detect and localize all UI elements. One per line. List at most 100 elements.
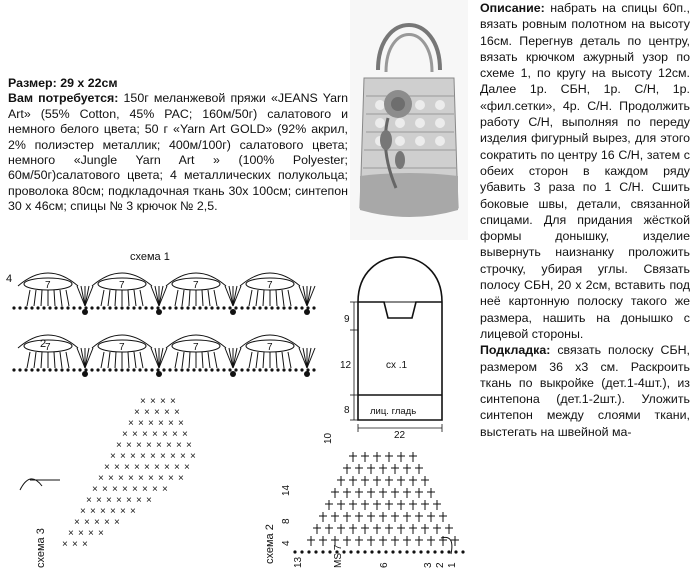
cross-stitch: ×: [180, 451, 186, 462]
chain-dot: [186, 306, 190, 310]
chain-dot: [426, 550, 430, 554]
dimension-8: 8: [344, 405, 350, 416]
scheme-3-marks: ××××××××××××××××××××××××××××××××××××××××…: [19, 396, 196, 550]
cross-stitch: ×: [84, 517, 90, 528]
cross-stitch: ×: [154, 462, 160, 473]
cross-stitch: ×: [186, 440, 192, 451]
chain-dot: [288, 306, 292, 310]
stitch-line: [248, 289, 253, 307]
cross-stitch: ×: [142, 429, 148, 440]
stockinette-label: лиц. гладь: [370, 406, 416, 417]
materials-block: Размер: 29 x 22см Вам потребуется: 150г …: [8, 76, 348, 215]
cross-stitch: ×: [176, 440, 182, 451]
stitch-line: [133, 351, 137, 369]
cross-stitch: ×: [114, 462, 120, 473]
chain-dot: [18, 306, 22, 310]
chain-dot: [276, 368, 280, 372]
chain-dot: [102, 306, 106, 310]
scheme-2-number-13: 13: [293, 556, 304, 568]
chain-dot: [126, 306, 130, 310]
chain-dot: [306, 306, 310, 310]
stitch-line: [207, 351, 211, 369]
cross-stitch: ×: [82, 539, 88, 550]
chain-dot: [240, 368, 244, 372]
cross-stitch: ×: [166, 440, 172, 451]
chain-dot: [42, 306, 46, 310]
cross-stitch: ×: [112, 484, 118, 495]
chain-dot: [54, 306, 58, 310]
cross-stitch: ×: [104, 462, 110, 473]
chain-dot: [30, 368, 34, 372]
cross-stitch: ×: [174, 407, 180, 418]
treble-line: [306, 347, 316, 369]
arch: [165, 334, 227, 349]
chain-dot: [300, 368, 304, 372]
scheme-2-mark-1: 1: [447, 562, 458, 568]
pattern-diagram: 9 12 8 22 сх .1 лиц. гладь: [340, 256, 443, 440]
dimension-9: 9: [344, 314, 350, 325]
stitch-line: [59, 289, 63, 307]
cross-stitch: ×: [168, 473, 174, 484]
chain-dot: [391, 550, 395, 554]
chain-dot: [204, 368, 208, 372]
cross-stitch: ×: [134, 407, 140, 418]
treble-line: [84, 285, 94, 307]
chain-dot: [84, 306, 88, 310]
chain-dot: [461, 550, 465, 554]
chain-dot: [363, 550, 367, 554]
scheme-1-row-2: 2: [40, 338, 46, 350]
cross-stitch: ×: [120, 451, 126, 462]
stitch-line: [100, 351, 105, 369]
description-text: набрать на спицы 60п., вязать ровным пол…: [480, 1, 690, 341]
chain-dot: [144, 368, 148, 372]
stitch-line: [201, 289, 204, 307]
chain-dot: [216, 368, 220, 372]
cross-stitch: ×: [154, 407, 160, 418]
cross-stitch: ×: [182, 429, 188, 440]
cross-stitch: ×: [174, 462, 180, 473]
treble-line: [302, 347, 308, 369]
stitch-line: [213, 351, 218, 369]
chain-dot: [222, 306, 226, 310]
treble-line: [298, 347, 308, 369]
stitch-line: [127, 351, 130, 369]
cluster-dot: [230, 309, 236, 315]
cross-stitch: ×: [90, 506, 96, 517]
chain-dot: [24, 306, 28, 310]
chain-dot: [150, 306, 154, 310]
stitch-line: [207, 289, 211, 307]
treble-line: [158, 285, 164, 307]
chain-dot: [36, 368, 40, 372]
stitch-line: [53, 351, 56, 369]
cross-stitch: ×: [100, 506, 106, 517]
cluster-dot: [304, 371, 310, 377]
stitch-line: [65, 351, 70, 369]
stitch-line: [65, 289, 70, 307]
chain-dot: [192, 368, 196, 372]
chain-dot: [398, 550, 402, 554]
chain-dot: [204, 306, 208, 310]
cross-stitch: ×: [110, 451, 116, 462]
chain-dot: [198, 368, 202, 372]
dimension-12: 12: [340, 360, 352, 371]
scheme-2-number-6: 6: [379, 562, 390, 568]
chain-dot: [96, 306, 100, 310]
cross-stitch: ×: [158, 418, 164, 429]
treble-line: [306, 347, 312, 369]
cross-stitch: ×: [134, 462, 140, 473]
stitch-line: [275, 289, 278, 307]
chain-dot: [12, 368, 16, 372]
chain-dot: [144, 306, 148, 310]
chain-dot: [90, 306, 94, 310]
scheme-1-row-4: 4: [6, 273, 12, 285]
stitch-line: [262, 351, 265, 369]
chain-dot: [60, 368, 64, 372]
stitch-line: [248, 351, 253, 369]
chain-dot: [102, 368, 106, 372]
chain-dot: [447, 550, 451, 554]
chain-dot: [276, 306, 280, 310]
stitch-line: [33, 289, 37, 307]
chain-dot: [60, 306, 64, 310]
treble-line: [232, 347, 242, 369]
chain-dot: [180, 368, 184, 372]
